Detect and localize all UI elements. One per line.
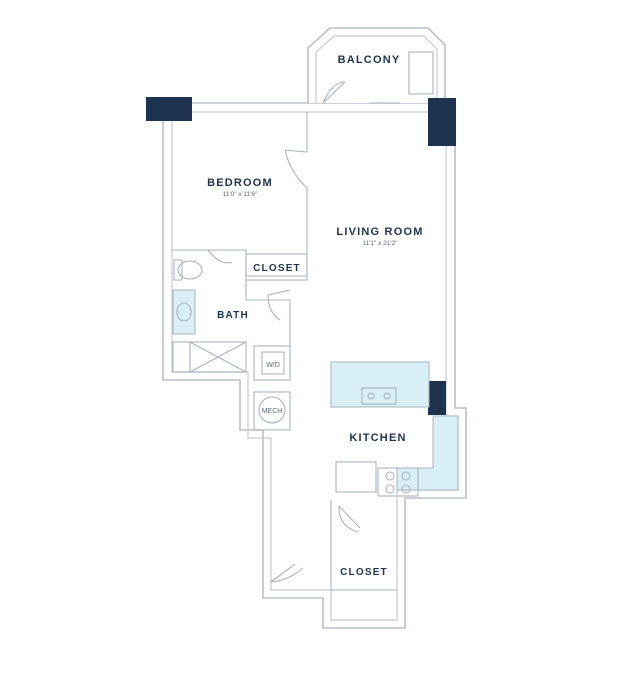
column-top-left xyxy=(146,97,192,121)
sink-drain-right xyxy=(383,392,391,400)
entry-closet-label: CLOSET xyxy=(340,567,388,578)
sink-drain-left xyxy=(367,392,375,400)
column-kitchen xyxy=(428,381,446,415)
mech-closet xyxy=(253,391,291,431)
balcony-outline-inner xyxy=(315,35,438,103)
balcony-label: BALCONY xyxy=(338,54,401,66)
living-room-dimensions: 11'1" x 21'2" xyxy=(362,240,398,247)
toilet-tank xyxy=(173,259,183,281)
kitchen-counter-low xyxy=(335,461,377,493)
bath-label: BATH xyxy=(217,310,249,321)
washer-dryer-box xyxy=(261,351,285,375)
burner-1 xyxy=(385,471,395,481)
kitchen-counter-right xyxy=(396,415,459,491)
bath-door-swing xyxy=(267,289,291,321)
entry-closet-wall xyxy=(330,500,397,591)
cooktop xyxy=(377,467,419,497)
burner-4 xyxy=(401,484,411,494)
shower-x xyxy=(189,341,247,373)
bedroom-label: BEDROOM xyxy=(207,177,273,189)
mech-label: MECH xyxy=(262,408,283,415)
living-room-label: LIVING ROOM xyxy=(336,226,423,238)
burner-3 xyxy=(385,484,395,494)
burner-2 xyxy=(401,471,411,481)
washer-dryer-label: W/D xyxy=(266,362,280,369)
kitchen-label: KITCHEN xyxy=(349,432,406,444)
column-top-right xyxy=(428,98,456,146)
kitchen-sink xyxy=(361,387,397,405)
mech-circle xyxy=(258,396,286,424)
bedroom-dimensions: 11'0" x 11'6" xyxy=(223,191,258,198)
bath-shelf xyxy=(172,341,191,373)
kitchen-island xyxy=(330,361,430,408)
toilet-bowl xyxy=(177,260,203,280)
entry-door-swing xyxy=(270,563,304,583)
balcony-door-swing xyxy=(322,81,346,104)
sink xyxy=(176,302,192,322)
bedroom-closet-label: CLOSET xyxy=(253,263,301,274)
exterior-wall xyxy=(162,102,467,629)
entry-closet-door-swing xyxy=(338,505,361,533)
washer-dryer-closet xyxy=(253,345,291,381)
bedroom-door-swing-2 xyxy=(207,249,233,264)
balcony-planter xyxy=(408,51,434,95)
bedroom-closet-outline xyxy=(245,253,308,281)
bedroom-door-swing xyxy=(284,149,308,189)
vanity xyxy=(172,289,196,335)
